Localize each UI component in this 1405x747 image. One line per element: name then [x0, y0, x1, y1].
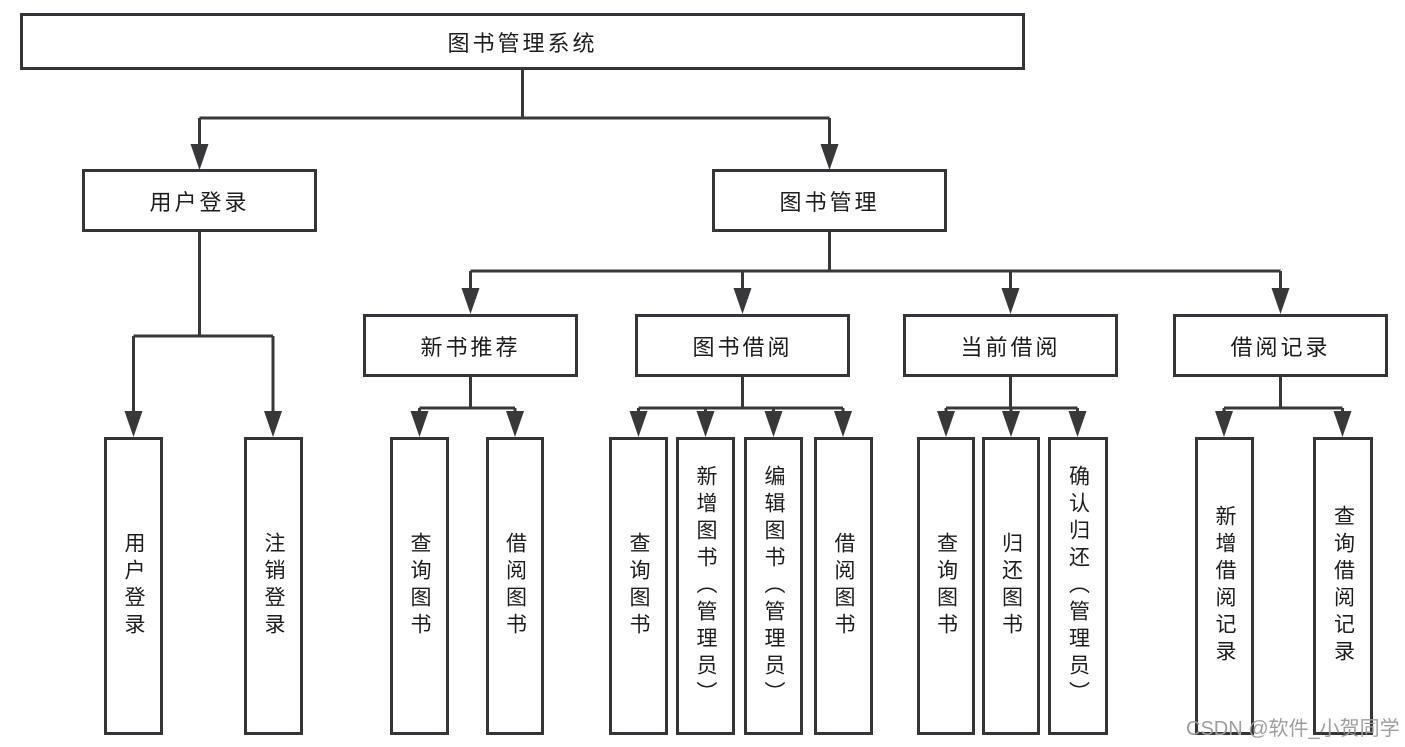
arrowhead-down-icon	[264, 411, 282, 437]
leaf-return-books: 归还图书	[982, 437, 1040, 735]
leaf-user-login-label: 用户登录	[122, 532, 145, 640]
arrowhead-down-icon	[820, 144, 839, 170]
arrowhead-down-icon	[937, 411, 955, 437]
arrowhead-down-icon	[410, 411, 429, 437]
leaf-edit-books-admin-label: 编辑图书（管理员）	[762, 464, 785, 708]
node-current-borrowing: 当前借阅	[903, 314, 1118, 377]
arrowhead-down-icon	[1068, 411, 1087, 437]
leaf-query-books-1-label: 查询图书	[408, 532, 431, 640]
edge-line	[198, 70, 831, 146]
leaf-logout-label: 注销登录	[262, 532, 285, 640]
edges-book-borrowing-to-leaves	[629, 377, 852, 437]
leaf-confirm-return-admin-label: 确认归还（管理员）	[1066, 464, 1090, 708]
arrowhead-down-icon	[190, 144, 209, 170]
arrowhead-down-icon	[1215, 411, 1233, 437]
node-new-book-recommend: 新书推荐	[363, 314, 578, 377]
leaf-add-borrow-record-label: 新增借阅记录	[1213, 505, 1236, 667]
edge-line	[418, 377, 517, 413]
arrowhead-down-icon	[764, 411, 783, 437]
edge-line	[637, 377, 845, 413]
arrowhead-down-icon	[629, 411, 648, 437]
node-user-login-label: 用户登录	[149, 189, 250, 215]
node-root-label: 图书管理系统	[447, 30, 598, 56]
leaf-edit-books-admin: 编辑图书（管理员）	[744, 437, 803, 735]
arrowhead-down-icon	[1002, 411, 1020, 437]
leaf-logout: 注销登录	[244, 437, 303, 735]
arrowhead-down-icon	[506, 411, 524, 437]
leaf-query-borrow-record-label: 查询借阅记录	[1331, 505, 1355, 667]
leaf-query-books-2: 查询图书	[609, 437, 668, 735]
edges-new-book-recommend-to-leaves	[410, 377, 524, 437]
edges-borrow-records-to-leaves	[1215, 377, 1352, 437]
edge-line	[132, 232, 275, 413]
node-user-login: 用户登录	[82, 169, 317, 232]
leaf-add-books-admin-label: 新增图书（管理员）	[694, 464, 717, 708]
leaf-query-borrow-record: 查询借阅记录	[1313, 437, 1373, 735]
edges-root-to-level2	[190, 70, 839, 170]
arrowhead-down-icon	[696, 411, 715, 437]
edge-line	[944, 377, 1079, 413]
leaf-query-books-3: 查询图书	[917, 437, 975, 735]
arrowhead-down-icon	[1333, 411, 1352, 437]
leaf-add-books-admin: 新增图书（管理员）	[676, 437, 735, 735]
edges-book-management-to-level3	[461, 232, 1290, 314]
node-book-management-label: 图书管理	[779, 189, 880, 215]
arrowhead-down-icon	[834, 411, 852, 437]
edge-line	[1222, 377, 1344, 413]
edges-user-login-to-leaves	[124, 232, 282, 437]
node-current-borrowing-label: 当前借阅	[960, 334, 1061, 360]
watermark-text: CSDN @软件_小贺同学	[1186, 718, 1400, 740]
arrowhead-down-icon	[124, 411, 143, 437]
arrowhead-down-icon	[1271, 288, 1290, 314]
leaf-borrow-books-1: 借阅图书	[486, 437, 544, 735]
leaf-borrow-books-2: 借阅图书	[814, 437, 873, 735]
edge-line	[469, 232, 1282, 292]
leaf-borrow-books-2-label: 借阅图书	[832, 532, 855, 640]
arrowhead-down-icon	[1001, 288, 1020, 314]
node-new-book-recommend-label: 新书推荐	[420, 334, 521, 360]
node-book-management: 图书管理	[712, 169, 947, 232]
node-root: 图书管理系统	[20, 13, 1025, 70]
leaf-borrow-books-1-label: 借阅图书	[503, 532, 527, 640]
arrowhead-down-icon	[461, 288, 480, 314]
leaf-query-books-1: 查询图书	[390, 437, 449, 735]
node-book-borrowing-label: 图书借阅	[692, 334, 793, 360]
node-book-borrowing: 图书借阅	[635, 314, 850, 377]
arrowhead-down-icon	[733, 288, 752, 314]
node-borrow-records-label: 借阅记录	[1230, 334, 1331, 360]
leaf-return-books-label: 归还图书	[999, 532, 1023, 640]
leaf-query-books-3-label: 查询图书	[934, 532, 958, 640]
leaf-add-borrow-record: 新增借阅记录	[1195, 437, 1254, 735]
edges-current-borrowing-to-leaves	[937, 377, 1087, 437]
node-borrow-records: 借阅记录	[1173, 314, 1388, 377]
leaf-user-login: 用户登录	[104, 437, 163, 735]
leaf-query-books-2-label: 查询图书	[627, 532, 650, 640]
leaf-confirm-return-admin: 确认归还（管理员）	[1048, 437, 1108, 735]
